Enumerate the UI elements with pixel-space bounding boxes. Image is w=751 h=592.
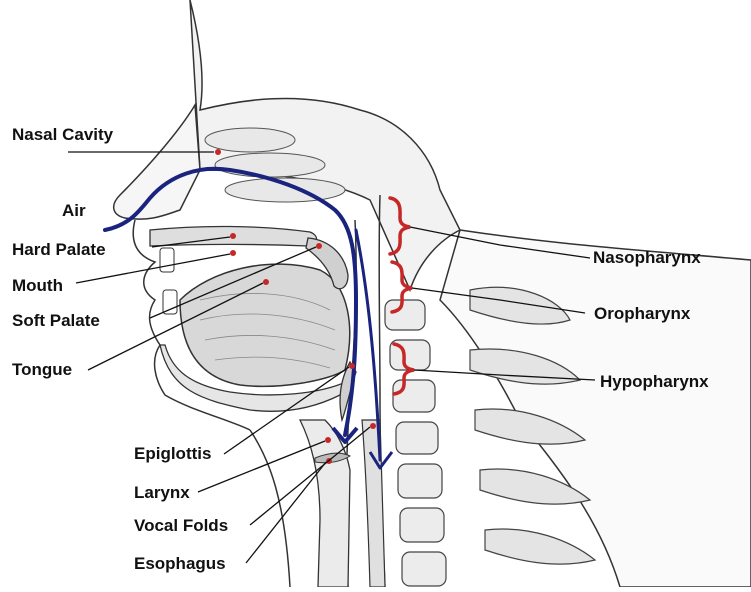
label-nasal-cavity: Nasal Cavity [12,126,113,143]
esophagus-tube [362,420,385,587]
vocal-folds-marker [370,423,376,429]
label-mouth: Mouth [12,277,63,294]
label-nasopharynx: Nasopharynx [593,249,701,266]
label-larynx: Larynx [134,484,190,501]
tongue-marker [263,279,269,285]
label-tongue: Tongue [12,361,72,378]
nasal-cavity-marker [215,149,221,155]
label-epiglottis: Epiglottis [134,445,211,462]
larynx-marker [325,437,331,443]
label-oropharynx: Oropharynx [594,305,690,322]
nose-outline [114,105,200,219]
label-vocal-folds: Vocal Folds [134,517,228,534]
label-hard-palate: Hard Palate [12,241,106,258]
epiglottis-marker [349,363,355,369]
label-esophagus: Esophagus [134,555,226,572]
label-hypopharynx: Hypopharynx [600,373,709,390]
teeth [160,248,177,314]
label-air: Air [62,202,86,219]
label-soft-palate: Soft Palate [12,312,100,329]
soft-palate-marker [316,243,322,249]
hard-palate-marker [230,233,236,239]
larynx-trachea [300,420,350,587]
mouth-marker [230,250,236,256]
